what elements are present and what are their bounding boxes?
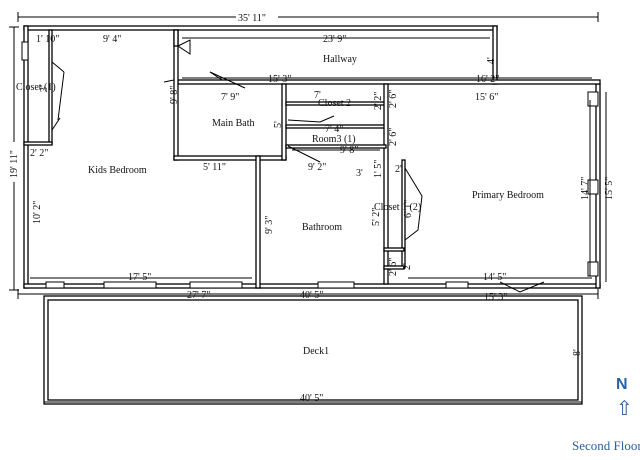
dim-bottom-left: 27' 7" [187, 290, 210, 301]
dim-closet-w: 1' 10" [36, 34, 59, 45]
interior-walls [173, 29, 406, 289]
dim-bath-small: 3' [356, 168, 363, 179]
dim-room3-h: 2' 6" [388, 128, 399, 146]
dim-closet-side: 2' 2" [30, 148, 48, 159]
dim-deck-h: 8' [572, 349, 583, 356]
dim-top-overall: 35' 11" [238, 13, 266, 24]
dim-kids-bottom: 17' 5" [128, 272, 151, 283]
label-closet-2: Closet 2 [318, 98, 351, 109]
dim-closet1-w: 2' [395, 164, 402, 175]
dim-bottom-mid: 40' 5" [300, 290, 323, 301]
dim-closet2-w: 7' [314, 90, 321, 101]
dim-main-bath-h: 5' [273, 121, 284, 128]
dim-kids-inner: 5' 11" [203, 162, 226, 173]
dim-primary-h: 14' 7" [580, 177, 591, 200]
dim-main-bath-w: 7' 9" [221, 92, 239, 103]
floor-label: Second Floor [572, 438, 640, 453]
doors [163, 39, 545, 293]
dim-bottom-right: 15' 3" [484, 292, 507, 303]
label-hallway: Hallway [323, 54, 357, 65]
label-closet1-right: Closet 1 (2) [374, 202, 421, 213]
left-dimension-line [8, 26, 20, 291]
north-letter: N [616, 376, 628, 393]
label-closet-left: Closet (1) [16, 82, 56, 93]
dim-kids-h: 10' 2" [32, 201, 43, 224]
dim-hall-h: 4' [486, 57, 497, 64]
label-room3: Room3 (1) [312, 134, 356, 145]
label-kids-bedroom: Kids Bedroom [88, 165, 147, 176]
bottom-dimension-line [17, 289, 599, 299]
dim-bath-small2: 1' 5" [373, 160, 384, 178]
dim-bathroom-h: 9' 3" [264, 216, 275, 234]
dim-primary-bottom: 14' 5" [483, 272, 506, 283]
dim-hall-small1: 2' 6" [388, 258, 399, 276]
dim-hall-len: 23' 9" [323, 34, 346, 45]
exterior-walls [23, 25, 601, 289]
dim-primary-top: 16' 2" [476, 74, 499, 85]
deck [43, 295, 583, 405]
dim-room3-w: 7' 4" [325, 124, 343, 135]
top-dimension-line [17, 11, 599, 23]
dim-kids-side: 9' 8" [169, 86, 180, 104]
label-primary-bedroom: Primary Bedroom [472, 190, 544, 201]
dim-right-overall: 15' 5" [604, 177, 615, 200]
dim-left-overall: 19' 11" [9, 150, 20, 178]
dim-deck-w: 40' 5" [300, 393, 323, 404]
dim-bathroom-inner: 9' 2" [308, 162, 326, 173]
dim-closet-h: 3' [39, 85, 50, 92]
label-deck: Deck1 [303, 346, 329, 357]
dim-bath-side: 5' 2" [371, 208, 382, 226]
dim-bathroom-w: 9' 8" [340, 145, 358, 156]
dim-closet1-h: 6' 1" [403, 200, 414, 218]
dim-closet2-h2: 2' 6" [388, 90, 399, 108]
north-arrow-icon: ⇧ [616, 398, 633, 420]
closet-left-walls [23, 29, 65, 146]
dim-kids-w-top: 9' 4" [103, 34, 121, 45]
dim-primary-w: 15' 6" [475, 92, 498, 103]
windows [21, 41, 599, 289]
label-bathroom: Bathroom [302, 222, 342, 233]
dim-closet2-h1: 2' 2" [373, 92, 384, 110]
dim-bath-top: 15' 3" [268, 74, 291, 85]
label-main-bath: Main Bath [212, 118, 255, 129]
dim-hall-small2: 2' [402, 263, 413, 270]
